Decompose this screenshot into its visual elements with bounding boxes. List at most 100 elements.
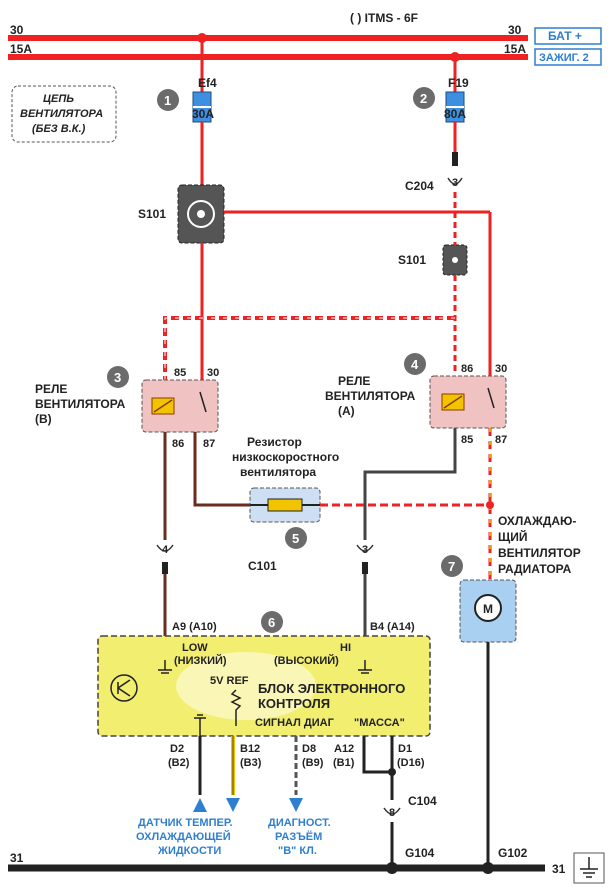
- earth-icon: [580, 857, 598, 878]
- diag-line2: РАЗЪЁМ: [275, 830, 322, 843]
- marker-7: [441, 555, 463, 577]
- resistor-element: [267, 498, 303, 512]
- g104-label: G104: [405, 846, 435, 860]
- ecu-signal: СИГНАЛ ДИАГ: [255, 717, 335, 729]
- s101-left-label: S101: [138, 207, 166, 221]
- c101-pin-right: 3: [362, 544, 368, 556]
- ecu-pin-d2b: (B2): [168, 757, 190, 769]
- resistor-line2: низкоскоростного: [232, 450, 339, 464]
- junction-dot: [388, 768, 396, 776]
- marker-3-label: 3: [114, 370, 121, 385]
- title-line1: ЦЕПЬ: [43, 93, 74, 105]
- resistor-line1: Резистор: [247, 435, 302, 449]
- ign-label: ЗАЖИГ. 2: [539, 52, 589, 64]
- ground-right-label: 31: [552, 862, 566, 876]
- relay-a-pin85: 85: [461, 434, 473, 446]
- ecu-pin-d8b: (B9): [302, 757, 324, 769]
- fuse-ef4-name: Ef4: [198, 76, 217, 90]
- g102-label: G102: [498, 846, 528, 860]
- relay-a: [429, 375, 507, 429]
- c101-left-connector: [156, 544, 174, 552]
- marker-2-label: 2: [420, 91, 427, 106]
- marker-2: [413, 87, 435, 109]
- fan-line1: ОХЛАЖДАЮ-: [498, 514, 576, 528]
- relay-a-line3: (А): [338, 404, 355, 418]
- fuse-f19-rating: 80A: [444, 107, 466, 121]
- ecu-pin-a9: A9 (A10): [172, 621, 217, 633]
- fan-line4: РАДИАТОРА: [498, 562, 572, 576]
- ecu-glow: [176, 652, 316, 720]
- relay-a-line2: ВЕНТИЛЯТОРА: [325, 389, 416, 403]
- arrow-down-icon: [289, 798, 303, 812]
- relay-a-pin87: 87: [495, 434, 507, 446]
- marker-7-label: 7: [448, 559, 455, 574]
- arrow-up-icon: [193, 798, 207, 812]
- ground-symbol-sensor: [194, 714, 206, 736]
- s101-right-label: S101: [398, 253, 426, 267]
- marker-1: [157, 89, 179, 111]
- relay-b-line1: РЕЛЕ: [35, 382, 67, 396]
- title-line2: ВЕНТИЛЯТОРА: [20, 108, 103, 120]
- ecu-pin-d8: D8: [302, 743, 316, 755]
- ecu-pin-a12: A12: [334, 743, 354, 755]
- c101-right-connector: [356, 544, 374, 552]
- relay-a-contact: [487, 387, 495, 409]
- fuse-f19-name: F19: [448, 76, 469, 90]
- ground-symbol-low: [158, 660, 172, 674]
- c104-pin: 8: [389, 807, 395, 819]
- bus15a-left-label: 15A: [10, 42, 32, 56]
- ground-left-label: 31: [10, 851, 24, 865]
- relay-b-line2: ВЕНТИЛЯТОРА: [35, 397, 126, 411]
- ecu-ref: 5V REF: [210, 675, 249, 687]
- relay-b-pin86: 86: [172, 438, 184, 450]
- ecu-pin-b4: B4 (A14): [370, 621, 415, 633]
- pin-stub: [362, 562, 368, 574]
- pin-stub: [452, 152, 458, 166]
- diag-line1: ДИАГНОСТ.: [268, 817, 331, 829]
- resistor-line3: вентилятора: [240, 465, 316, 479]
- title-box: [11, 85, 117, 143]
- ecu-hi-1: HI: [340, 642, 351, 654]
- ecu-pin-b12: B12: [240, 743, 260, 755]
- bus30-left-label: 30: [10, 23, 24, 37]
- ecu-low-2: (НИЗКИЙ): [174, 654, 227, 667]
- ground-symbol-hi: [358, 660, 372, 674]
- relay-b-pin30: 30: [207, 367, 219, 379]
- relay-b: [141, 379, 219, 433]
- transistor-icon: [110, 674, 138, 702]
- splice-ring: [187, 200, 215, 228]
- c204-connector: [447, 177, 463, 185]
- marker-6: [261, 611, 283, 633]
- diag-line3: "В" КЛ.: [278, 845, 317, 857]
- ecu-pin-d1: D1: [398, 743, 412, 755]
- relay-a-line1: РЕЛЕ: [338, 374, 370, 388]
- c204-label: C204: [405, 179, 434, 193]
- ecu-hi-2: (ВЫСОКИЙ): [274, 654, 339, 667]
- relay-a-pin30: 30: [495, 363, 507, 375]
- fan-line2: ЩИЙ: [498, 529, 527, 544]
- marker-6-label: 6: [268, 615, 275, 630]
- marker-5-label: 5: [292, 531, 299, 546]
- arrow-down-icon: [226, 798, 240, 812]
- splice-dot: [452, 257, 458, 263]
- relay-a-pin86: 86: [461, 363, 473, 375]
- wire-white-stripe: [164, 317, 455, 380]
- relay-b-pin87: 87: [203, 438, 215, 450]
- marker-4-label: 4: [411, 357, 419, 372]
- ecu-pin-a12b: (B1): [333, 757, 355, 769]
- itms-label: ( ) ITMS - 6F: [350, 11, 418, 25]
- wire-brown-black: [363, 428, 457, 540]
- bus15a-right-label: 15A: [504, 42, 526, 56]
- ecu-ground: "МАССА": [354, 717, 405, 729]
- ecu-pin-d2: D2: [170, 743, 184, 755]
- transistor-collector: [117, 679, 131, 689]
- fuse-ef4-rating: 30A: [192, 107, 214, 121]
- ecu-pin-b12b: (B3): [240, 757, 262, 769]
- wire-brown: [193, 432, 250, 507]
- marker-3: [107, 366, 129, 388]
- wire-black: [362, 736, 392, 774]
- sensor-line2: ОХЛАЖДАЮЩЕЙ: [136, 830, 231, 843]
- relay-b-pin85: 85: [174, 367, 186, 379]
- pin-stub: [162, 562, 168, 574]
